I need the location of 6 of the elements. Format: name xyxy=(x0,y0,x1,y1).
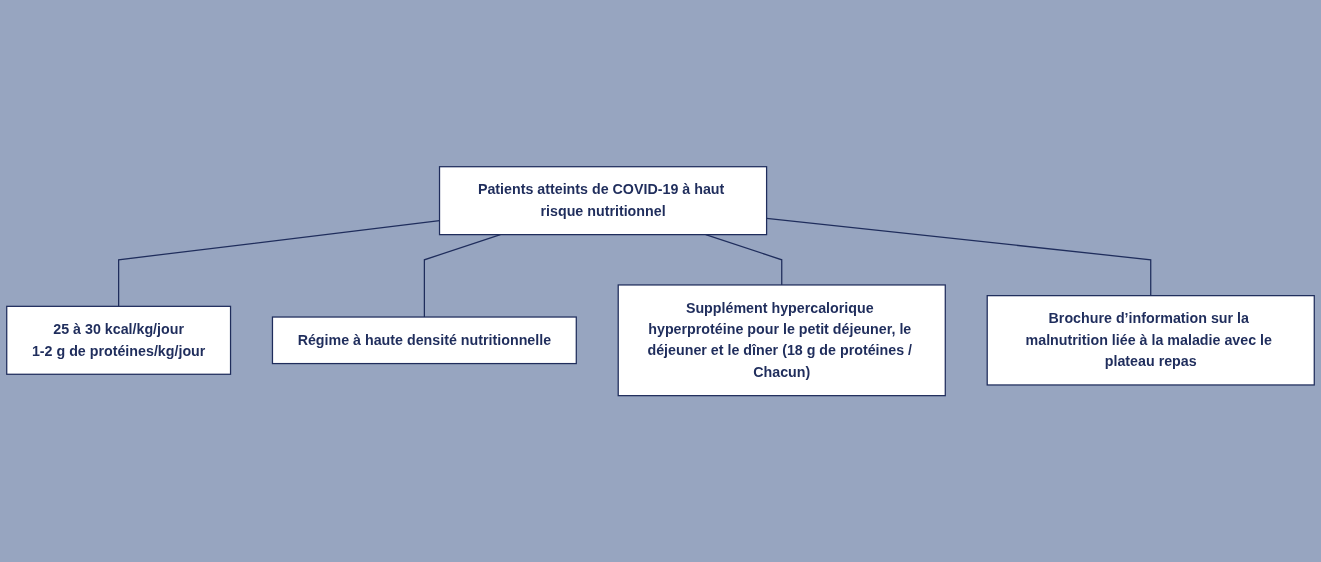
node-box: 25 à 30 kcal/kg/jour 1-2 g de protéines/kg/jour xyxy=(6,305,232,375)
node-box: Brochure d’information sur la malnutrition liée à la maladie avec le plateau repas xyxy=(986,294,1315,386)
node-box: Supplément hypercalorique hyperprotéine pour le petit déjeuner, le déjeuner et le dîner (18 g de protéines / Chacun) xyxy=(617,284,946,397)
node-box: Patients atteints de COVID-19 à haut risque nutritionnel xyxy=(438,165,768,236)
node-box: Régime à haute densité nutritionnelle xyxy=(271,316,577,364)
connector xyxy=(705,233,783,286)
